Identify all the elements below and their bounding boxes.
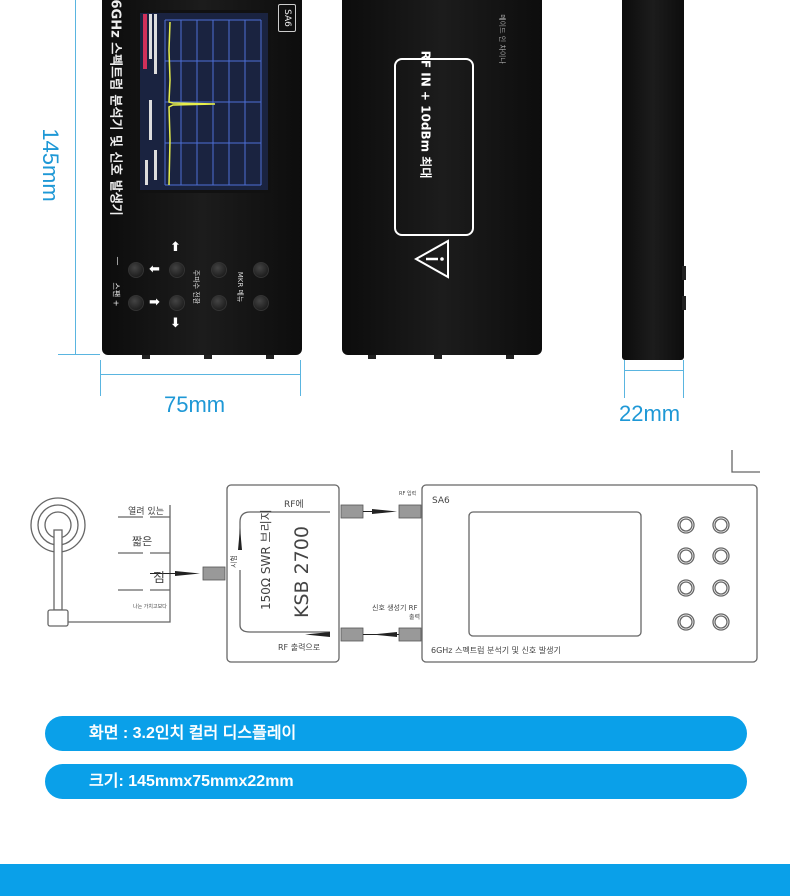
spec-size: 크기: 145mmx75mmx22mm: [45, 764, 747, 799]
device-front: 6GHz 스펙트럼 분석기 및 신호 발생기 SA6 — 스팬 + 주파수 전환…: [102, 0, 302, 359]
button-span-minus[interactable]: [128, 262, 144, 278]
depth-dimension-label: 22mm: [619, 401, 681, 426]
height-dimension-label: 145mm: [38, 128, 63, 202]
height-dimension-line: [75, 0, 76, 354]
depth-dimension-line: [624, 370, 684, 371]
bridge-rf-in-label: RF에: [284, 499, 304, 510]
width-tick-left: [100, 360, 101, 396]
button-mkr-2[interactable]: [253, 295, 269, 311]
depth-tick-left: [624, 360, 625, 398]
rf-in-label: RF IN + 10dBm 최대: [418, 50, 433, 179]
button-down[interactable]: [169, 295, 185, 311]
button-freq-2[interactable]: [211, 295, 227, 311]
button-up[interactable]: [169, 262, 185, 278]
depth-tick-right: [683, 360, 684, 398]
width-dimension-line: [100, 374, 300, 375]
antenna-label-open: 열려 있는: [128, 505, 164, 517]
button-label-mkr: MKR 메뉴: [236, 271, 244, 303]
button-label-minus: —: [112, 256, 123, 266]
bottom-bar: [0, 864, 790, 896]
antenna-label-note: 나는 가치고보다: [133, 603, 167, 610]
button-mkr-1[interactable]: [253, 262, 269, 278]
bridge-title: 150Ω SWR 브리지: [259, 509, 273, 610]
bridge-rf-out-label: RF 출력으로: [278, 642, 320, 652]
device-model-label: SA6: [432, 496, 450, 506]
antenna-label-short: 짧은: [132, 534, 152, 548]
height-dimension-tick: [58, 354, 100, 355]
gen-output-label-1: 신호 생성기 RF: [372, 603, 418, 612]
spec-display: 화면 : 3.2인치 컬러 디스플레이: [45, 716, 747, 751]
button-freq-1[interactable]: [211, 262, 227, 278]
width-tick-right: [300, 360, 301, 396]
button-label-span: 스팬 +: [111, 282, 121, 307]
button-span-plus[interactable]: [128, 295, 144, 311]
arrow-up-icon: ⬆: [170, 240, 181, 255]
warning-triangle-icon: [414, 239, 449, 279]
device-caption: 6GHz 스펙트럼 분석기 및 신호 발생기: [431, 645, 561, 655]
width-dimension-label: 75mm: [164, 392, 226, 417]
device-side-title: 6GHz 스펙트럼 분석기 및 신호 발생기: [107, 0, 123, 216]
rf-input-label: RF 입력: [399, 490, 416, 497]
arrow-left-icon: ⬅: [149, 262, 160, 277]
bridge-model: KSB 2700: [291, 526, 313, 618]
screen: [137, 10, 271, 193]
gen-output-label-2: 출력: [409, 613, 420, 621]
bridge-test-label: 시험: [230, 555, 238, 568]
arrow-down-icon: ⬇: [170, 316, 181, 331]
connectors: [202, 504, 422, 642]
device-side: [622, 0, 686, 360]
made-in-label: 메이드 인 차이나: [498, 14, 506, 64]
connection-diagram: 열려 있는 짧은 짐 나는 가치고보다 RF에 RF 출력으로 시험 150Ω …: [30, 450, 760, 663]
rf-warning-box: RF IN + 10dBm 최대: [394, 51, 474, 236]
arrow-right-icon: ➡: [149, 295, 160, 310]
device-back: 메이드 인 차이나 RF IN + 10dBm 최대: [342, 0, 542, 359]
model-badge: SA6: [278, 4, 296, 32]
antenna-label-load: 짐: [153, 571, 165, 586]
button-label-freq: 주파수 전환: [192, 269, 200, 305]
